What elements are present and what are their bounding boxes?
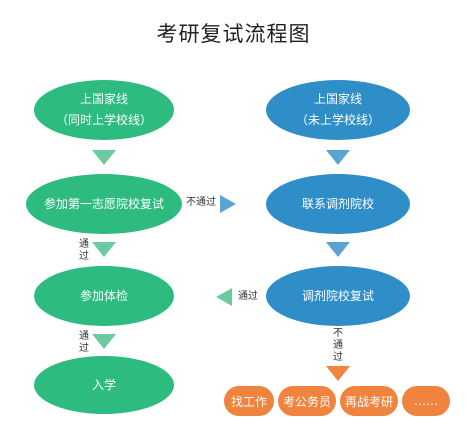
- arrow-left-3: [92, 334, 116, 349]
- outcome-civil-service: 考公务员: [278, 386, 336, 416]
- arrow-left-1: [92, 150, 116, 165]
- node-label: 调剂院校复试: [301, 288, 374, 303]
- outcome-retake-exam: 再战考研: [340, 386, 398, 416]
- node-label: 上国家线: [313, 92, 362, 106]
- node-label: 参加第一志愿院校复试: [43, 196, 164, 211]
- node-label: 入学: [91, 377, 116, 392]
- node-sublabel: （同时上学校线）: [55, 113, 152, 127]
- arrow-right-2: [326, 242, 350, 257]
- outcome-find-job: 找工作: [224, 386, 274, 416]
- node-sublabel: （未上学校线）: [295, 113, 380, 127]
- node-contact-adjustment-school: 联系调剂院校: [266, 174, 410, 234]
- label-fail-down: 不 通 过: [333, 328, 343, 363]
- node-physical-exam: 参加体检: [34, 266, 174, 326]
- node-label: 参加体检: [79, 288, 128, 303]
- node-first-choice-retest: 参加第一志愿院校复试: [26, 174, 182, 234]
- node-label: 上国家线: [79, 92, 128, 106]
- outcome-more: ……: [402, 386, 450, 416]
- node-national-and-school-line: 上国家线 （同时上学校线）: [34, 80, 174, 140]
- label-pass-down-2: 通 过: [79, 331, 89, 354]
- arrow-fail-down: [326, 366, 350, 381]
- label-pass-down-1: 通 过: [79, 239, 89, 262]
- label-pass-left: 通过: [238, 291, 258, 302]
- label-fail-right: 不通过: [186, 197, 216, 208]
- arrow-right-1: [326, 150, 350, 165]
- arrow-pass-left: [216, 288, 232, 306]
- diagram-title: 考研复试流程图: [156, 22, 311, 46]
- node-label: 联系调剂院校: [301, 196, 374, 211]
- arrow-left-2: [92, 242, 116, 257]
- node-adjustment-school-retest: 调剂院校复试: [266, 266, 410, 326]
- arrow-fail-right: [220, 195, 236, 213]
- node-enrollment: 入学: [34, 356, 174, 414]
- node-national-line-only: 上国家线 （未上学校线）: [266, 80, 410, 140]
